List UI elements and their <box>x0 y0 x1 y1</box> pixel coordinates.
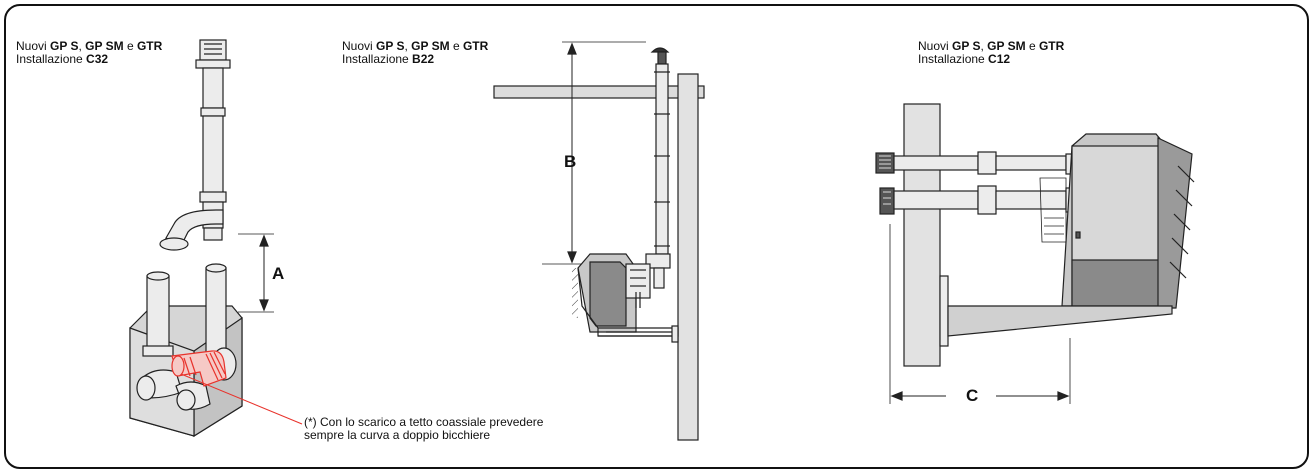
footnote-double-socket-elbow: (*) Con lo scarico a tetto coassiale pre… <box>304 415 544 442</box>
caption-b22: Nuovi GP S, GP SM e GTR Installazione B2… <box>342 40 488 66</box>
panel-c32-drawing <box>129 39 303 438</box>
model-gtr: GTR <box>136 39 163 53</box>
dimension-b-lines <box>542 41 646 265</box>
install-prefix: Installazione <box>16 52 87 66</box>
install-code-b22: B22 <box>412 52 435 66</box>
dimension-label-b: B <box>564 152 577 171</box>
model-gtr: GTR <box>1038 39 1065 53</box>
panel-b22-drawing <box>493 41 705 441</box>
panel-c12-drawing <box>875 103 1195 404</box>
dimension-a-lines <box>238 233 274 313</box>
heater-unit-c12 <box>939 133 1195 347</box>
caption-prefix: Nuovi <box>918 39 953 53</box>
install-prefix: Installazione <box>342 52 413 66</box>
model-gp-sm: GP SM <box>411 39 450 53</box>
model-gtr: GTR <box>462 39 489 53</box>
caption-c12-models: Nuovi GP S, GP SM e GTR <box>918 40 1064 53</box>
install-prefix: Installazione <box>918 52 989 66</box>
install-code-c32: C32 <box>86 52 109 66</box>
separator: , <box>404 39 412 53</box>
model-gp-s: GP S <box>952 39 981 53</box>
caption-b22-models: Nuovi GP S, GP SM e GTR <box>342 40 488 53</box>
caption-c12-install: Installazione C12 <box>918 53 1064 66</box>
dimension-label-c: C <box>966 386 979 405</box>
caption-c12: Nuovi GP S, GP SM e GTR Installazione C1… <box>918 40 1064 66</box>
separator: e <box>123 39 137 53</box>
separator: e <box>449 39 463 53</box>
model-gp-sm: GP SM <box>987 39 1026 53</box>
caption-b22-install: Installazione B22 <box>342 53 488 66</box>
separator: , <box>78 39 86 53</box>
flue-pipe-b22 <box>645 47 671 289</box>
installation-diagrams <box>129 39 1195 441</box>
dimension-label-a: A <box>272 264 285 283</box>
separator: e <box>1025 39 1039 53</box>
ceiling-beam <box>493 85 705 99</box>
caption-c32: Nuovi GP S, GP SM e GTR Installazione C3… <box>16 40 162 66</box>
caption-prefix: Nuovi <box>342 39 377 53</box>
install-code-c12: C12 <box>988 52 1011 66</box>
diagram-frame: Nuovi GP S, GP SM e GTR Installazione C3… <box>4 4 1309 469</box>
model-gp-s: GP S <box>376 39 405 53</box>
wall-c12 <box>903 103 941 367</box>
caption-c32-models: Nuovi GP S, GP SM e GTR <box>16 40 162 53</box>
separator: , <box>980 39 988 53</box>
heater-unit-b22 <box>572 253 679 343</box>
caption-prefix: Nuovi <box>16 39 51 53</box>
heater-unit-c32 <box>129 263 243 438</box>
double-socket-elbow-highlight <box>171 350 303 425</box>
caption-c32-install: Installazione C32 <box>16 53 162 66</box>
wall-b22 <box>677 73 699 441</box>
roof-terminal-c32 <box>159 39 231 251</box>
model-gp-s: GP S <box>50 39 79 53</box>
model-gp-sm: GP SM <box>85 39 124 53</box>
dimension-c-lines <box>889 224 1071 404</box>
